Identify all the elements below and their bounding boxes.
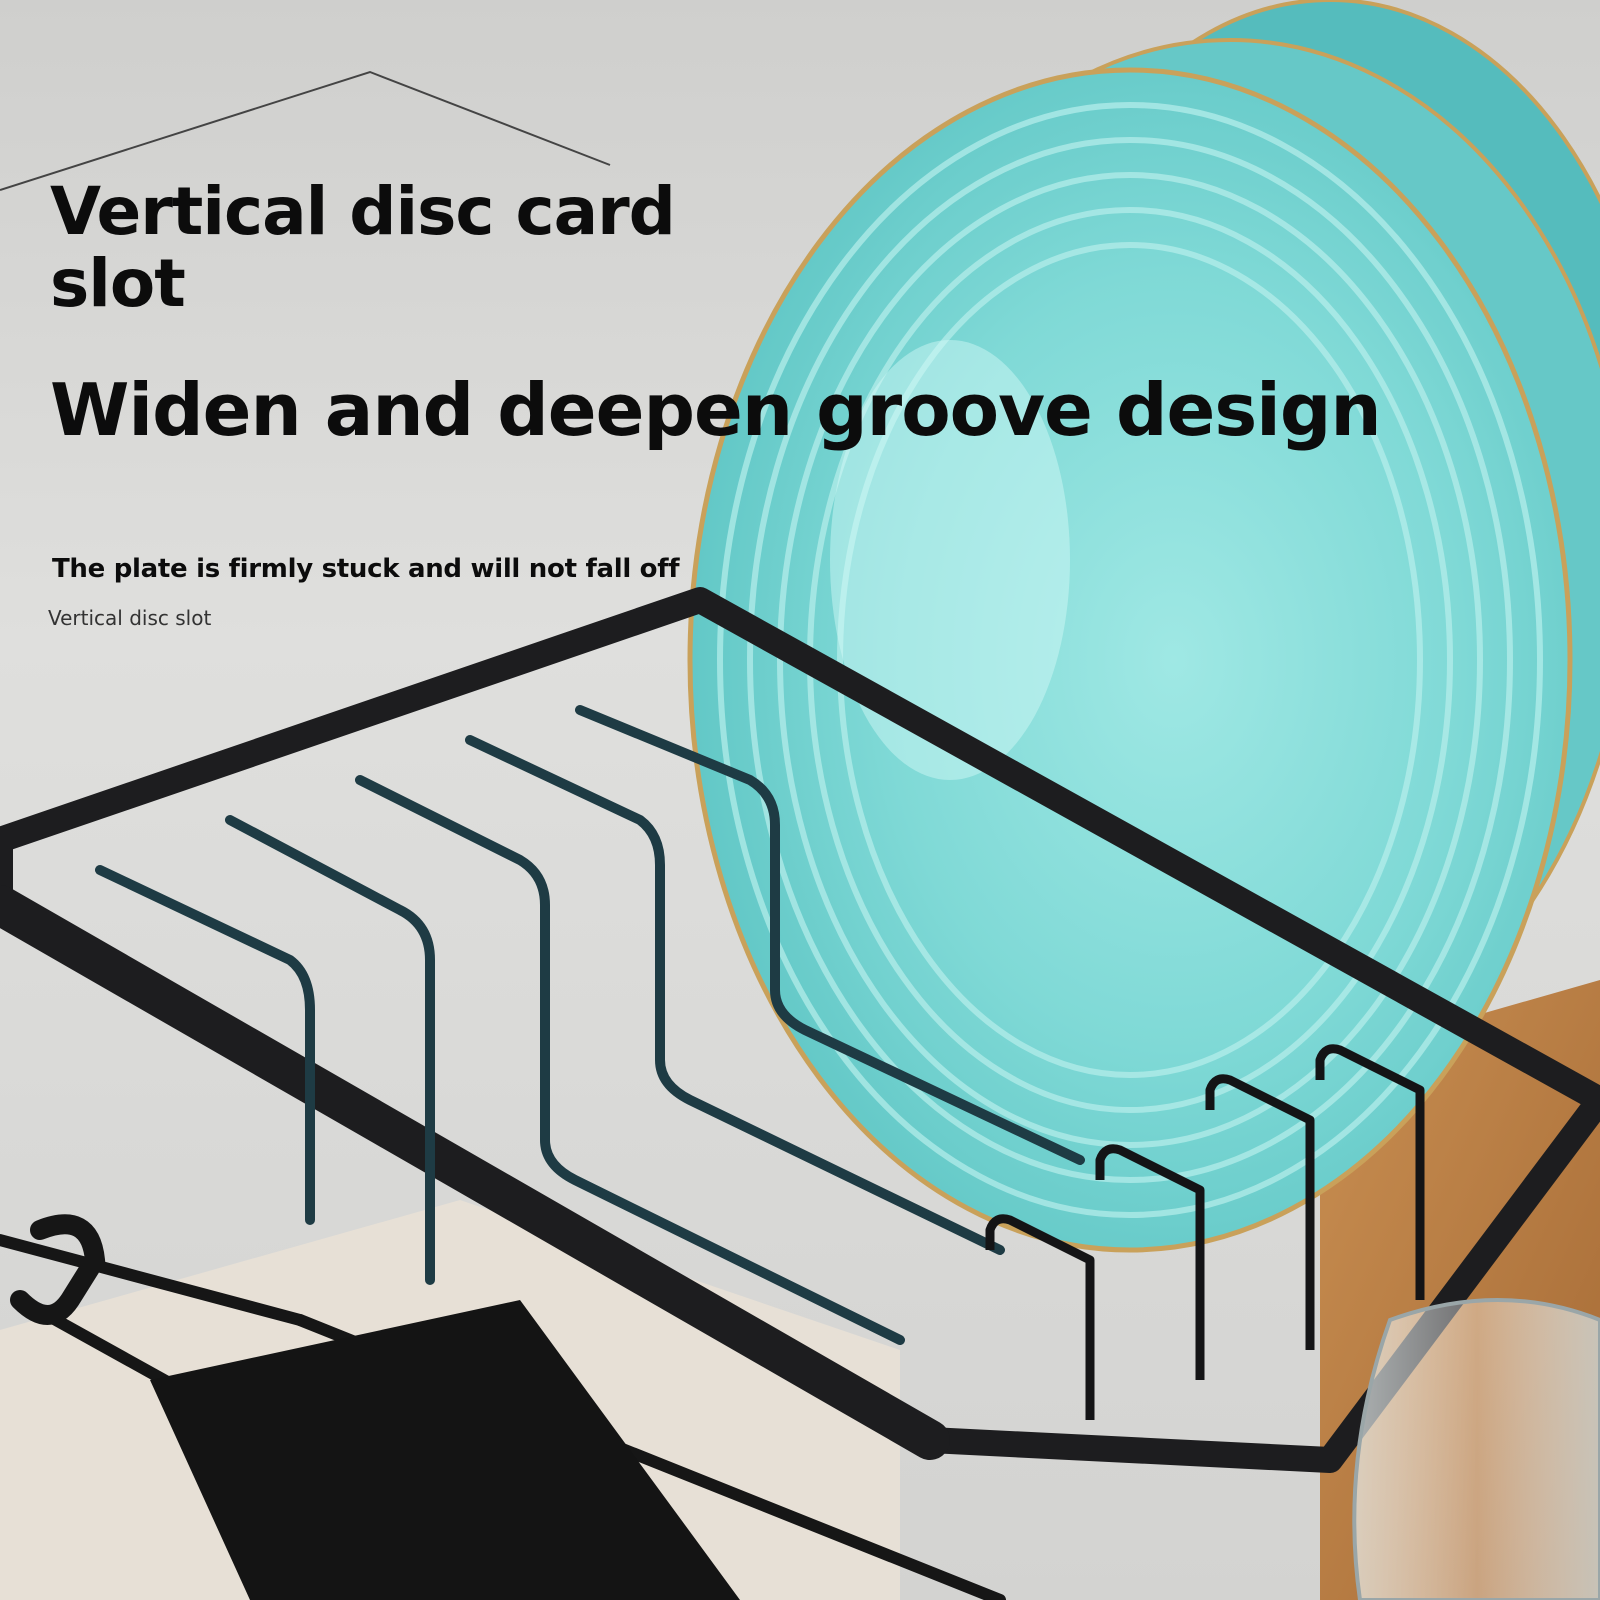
- feature-description: The plate is firmly stuck and will not f…: [52, 554, 680, 584]
- glass: [1352, 1298, 1600, 1600]
- headline-primary-line2: slot: [50, 245, 186, 322]
- headline-secondary: Widen and deepen groove design: [50, 368, 1382, 452]
- plate-highlight: [830, 340, 1070, 780]
- side-hook: [10, 1214, 106, 1325]
- feature-caption: Vertical disc slot: [48, 606, 212, 630]
- wall-edge-line: [0, 70, 611, 191]
- cutlery-holder: [150, 1300, 740, 1600]
- headline-primary-line1: Vertical disc card: [50, 173, 676, 250]
- rack-frame: [0, 587, 1600, 1473]
- upright-slots: [985, 1044, 1425, 1420]
- slot-wires: [95, 705, 1085, 1345]
